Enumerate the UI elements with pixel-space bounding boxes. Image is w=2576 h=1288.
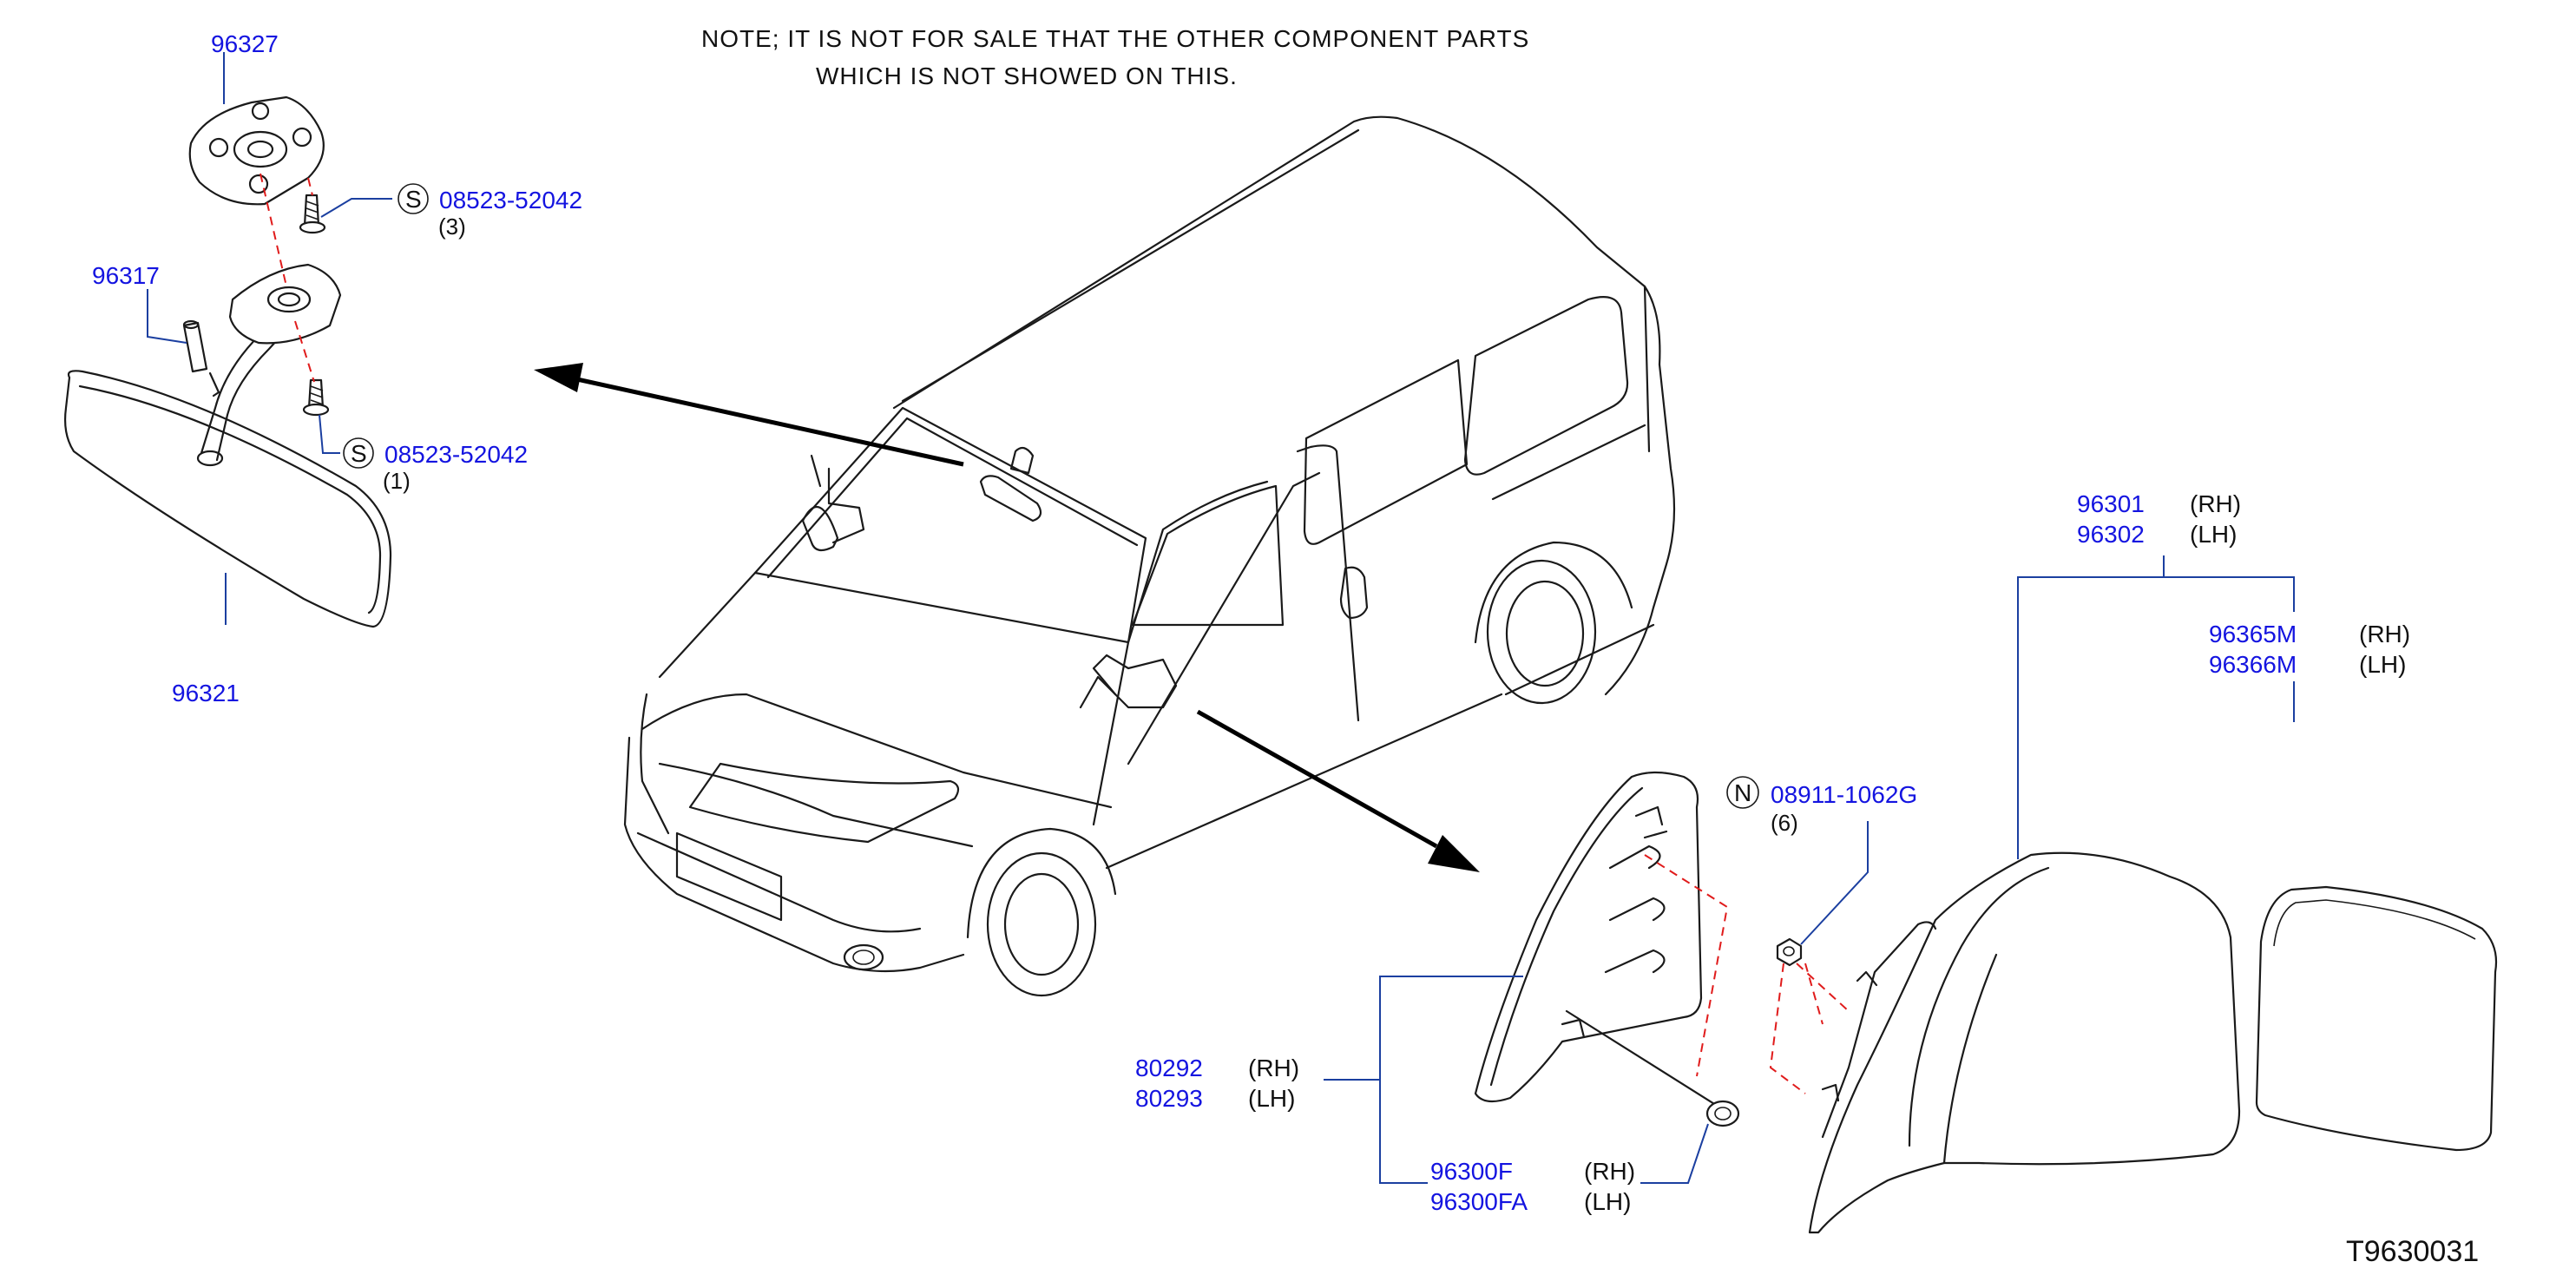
phantom-line	[294, 320, 315, 383]
leader-80292	[1324, 976, 1523, 1081]
part-number-96302[interactable]: 96302	[2077, 521, 2145, 548]
side-96365M: (RH)	[2359, 621, 2410, 647]
side-96300FA: (LH)	[1584, 1188, 1631, 1215]
arrow-to-room-mirror	[576, 377, 964, 467]
screw-bottom-qty: (1)	[383, 468, 411, 494]
arrowhead-door-mirror	[1428, 835, 1480, 872]
part-number-80292[interactable]: 80292	[1135, 1055, 1203, 1081]
screw-bottom-symbol: S	[351, 440, 367, 467]
inside-mirror-assembly	[63, 95, 392, 628]
leader-nut	[1800, 821, 1869, 945]
side-96300F: (RH)	[1584, 1158, 1635, 1185]
note-line-2: WHICH IS NOT SHOWED ON THIS.	[816, 62, 1238, 89]
screw-top-symbol: S	[405, 186, 422, 213]
phantom-line	[260, 173, 287, 287]
arrow-to-door-mirror	[1196, 709, 1438, 849]
part-number-nut[interactable]: 08911-1062G	[1771, 781, 1917, 808]
part-number-96327[interactable]: 96327	[211, 30, 279, 57]
van-illustration	[623, 115, 1676, 997]
leader-screw-top	[320, 198, 392, 218]
leader-screw-bottom	[319, 414, 340, 454]
phantom-line	[1796, 963, 1850, 1012]
side-80293: (LH)	[1248, 1085, 1295, 1112]
phantom-line	[1644, 854, 1729, 1077]
part-number-96317[interactable]: 96317	[92, 262, 160, 289]
screw-symbol-circle	[343, 437, 374, 469]
part-number-screw-top[interactable]: 08523-52042	[439, 187, 582, 214]
phantom-line	[1769, 963, 1806, 1094]
part-number-80293[interactable]: 80293	[1135, 1085, 1203, 1112]
part-number-96365M[interactable]: 96365M	[2209, 621, 2297, 647]
arrowhead-room-mirror	[534, 363, 583, 392]
side-96366M: (LH)	[2359, 651, 2406, 678]
part-number-screw-bottom[interactable]: 08523-52042	[384, 441, 528, 468]
nut-symbol-circle	[1726, 776, 1759, 809]
leader-96301-96302-branch	[2164, 576, 2295, 612]
nut-qty: (6)	[1771, 810, 1798, 836]
note-line-1: NOTE; IT IS NOT FOR SALE THAT THE OTHER …	[701, 25, 1529, 52]
side-96301: (RH)	[2190, 490, 2241, 517]
leader-96301-96302	[2017, 555, 2165, 859]
side-96302: (LH)	[2190, 521, 2237, 548]
side-80292: (RH)	[1248, 1055, 1299, 1081]
door-mirror-assembly	[1474, 771, 2498, 1234]
diagram-code: T9630031	[2346, 1235, 2479, 1268]
leader-96300F	[1379, 1080, 1428, 1184]
part-number-96300F[interactable]: 96300F	[1430, 1158, 1513, 1185]
part-number-96366M[interactable]: 96366M	[2209, 651, 2297, 678]
leader-96317	[147, 289, 187, 344]
phantom-line	[307, 177, 313, 196]
part-number-96301[interactable]: 96301	[2077, 490, 2145, 517]
part-number-96300FA[interactable]: 96300FA	[1430, 1188, 1528, 1215]
screw-symbol-circle	[398, 183, 429, 214]
phantom-line	[1804, 963, 1824, 1025]
screw-top-qty: (3)	[438, 214, 466, 240]
nut-symbol: N	[1734, 779, 1751, 806]
part-number-96321[interactable]: 96321	[172, 680, 240, 706]
leader-96300F-pivot	[1640, 1123, 1709, 1184]
